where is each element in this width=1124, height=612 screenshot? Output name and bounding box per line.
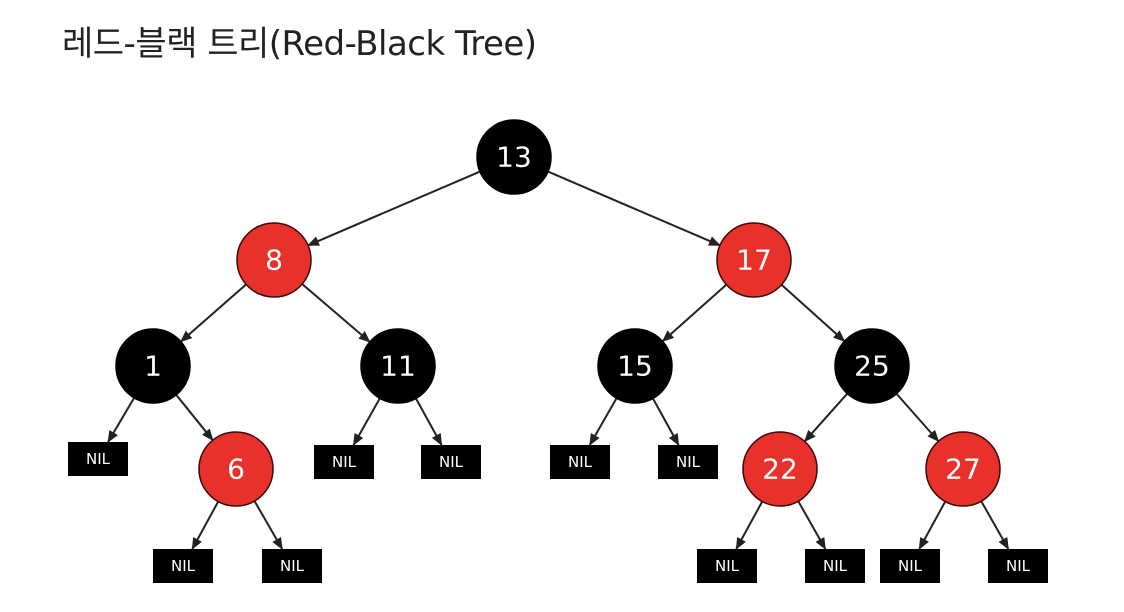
node-circle-red — [925, 431, 1001, 507]
nil-leaf: NIL — [697, 549, 757, 583]
tree-node-15: 15 — [597, 328, 673, 404]
nil-box — [550, 445, 610, 479]
edge-n25-n22 — [803, 392, 849, 443]
nil-leaf: NIL — [262, 549, 322, 583]
nil-label: NIL — [568, 453, 593, 471]
tree-node-25: 25 — [834, 328, 910, 404]
nil-label: NIL — [715, 557, 740, 575]
nil-box — [805, 549, 865, 583]
edge-n13-n8 — [307, 170, 481, 247]
nil-label: NIL — [898, 557, 923, 575]
nil-label: NIL — [86, 450, 111, 468]
edge-n27-nil_27_left — [918, 500, 947, 550]
edge-n27-nil_27_right — [980, 500, 1010, 550]
node-label: 13 — [496, 141, 532, 174]
nil-leaf: NIL — [550, 445, 610, 479]
nil-leaf: NIL — [805, 549, 865, 583]
node-circle-black — [597, 328, 673, 404]
nil-leaf: NIL — [880, 549, 940, 583]
nil-label: NIL — [332, 453, 357, 471]
nil-label: NIL — [1006, 557, 1031, 575]
node-label: 15 — [617, 350, 653, 383]
nil-label: NIL — [280, 557, 305, 575]
nil-leaf: NIL — [421, 445, 481, 479]
nil-label: NIL — [676, 453, 701, 471]
edge-n11-nil_11_left — [352, 397, 381, 446]
node-circle-black — [115, 328, 191, 404]
node-circle-red — [742, 431, 818, 507]
tree-node-6: 6 — [198, 431, 274, 507]
node-label: 25 — [854, 350, 890, 383]
nil-box — [421, 445, 481, 479]
node-label: 6 — [227, 453, 245, 486]
node-label: 11 — [380, 350, 416, 383]
edges-layer — [107, 170, 1010, 550]
nil-label: NIL — [171, 557, 196, 575]
node-circle-red — [716, 222, 792, 298]
nil-leaf: NIL — [153, 549, 213, 583]
tree-node-13: 13 — [476, 119, 552, 195]
nil-label: NIL — [823, 557, 848, 575]
nil-leaf: NIL — [658, 445, 718, 479]
edge-n11-nil_11_right — [415, 397, 443, 446]
node-circle-black — [476, 119, 552, 195]
node-circle-red — [198, 431, 274, 507]
nil-leaf: NIL — [68, 442, 128, 476]
node-label: 1 — [144, 350, 162, 383]
edge-n17-n25 — [780, 283, 846, 343]
tree-node-8: 8 — [236, 222, 312, 298]
tree-node-1: 1 — [115, 328, 191, 404]
tree-node-22: 22 — [742, 431, 818, 507]
nil-box — [880, 549, 940, 583]
nil-box — [314, 445, 374, 479]
node-circle-red — [236, 222, 312, 298]
edge-n6-nil_6_right — [253, 500, 284, 550]
nil-box — [988, 549, 1048, 583]
edge-n22-nil_22_right — [797, 500, 827, 550]
edge-n22-nil_22_left — [735, 500, 764, 550]
tree-node-17: 17 — [716, 222, 792, 298]
node-circle-black — [360, 328, 436, 404]
edge-n15-nil_15_left — [588, 397, 618, 446]
edge-n8-n11 — [301, 283, 371, 343]
node-label: 17 — [736, 244, 772, 277]
edge-n15-nil_15_right — [652, 397, 680, 446]
tree-node-27: 27 — [925, 431, 1001, 507]
nil-label: NIL — [439, 453, 464, 471]
nil-box — [658, 445, 718, 479]
nil-box — [262, 549, 322, 583]
node-label: 27 — [945, 453, 981, 486]
edge-n6-nil_6_left — [191, 500, 220, 550]
edge-n1-n6 — [175, 394, 214, 441]
edge-n13-n17 — [547, 170, 721, 247]
edge-n25-n27 — [895, 393, 940, 443]
node-circle-black — [834, 328, 910, 404]
node-label: 22 — [762, 453, 798, 486]
nil-box — [153, 549, 213, 583]
nil-leaf: NIL — [988, 549, 1048, 583]
nil-box — [697, 549, 757, 583]
tree-node-11: 11 — [360, 328, 436, 404]
edge-n1-nil_1_left — [107, 397, 136, 443]
nil-leaf: NIL — [314, 445, 374, 479]
node-label: 8 — [265, 244, 283, 277]
nil-box — [68, 442, 128, 476]
edge-n17-n15 — [661, 283, 728, 343]
page-title: 레드-블랙 트리(Red-Black Tree) — [62, 24, 537, 64]
edge-n8-n1 — [180, 283, 247, 343]
